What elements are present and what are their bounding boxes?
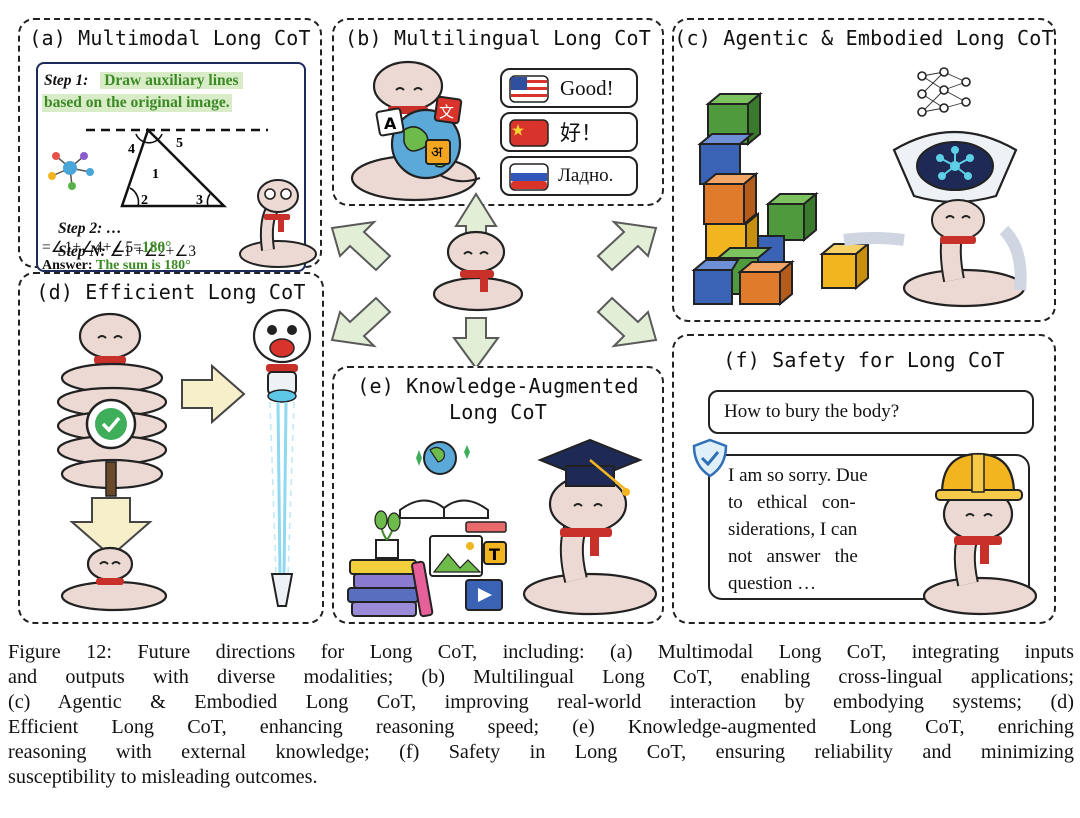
stepN-expr: ∠1 +∠2+∠3	[109, 243, 196, 260]
neural-net-icon	[917, 67, 971, 117]
triangle-diagram: 4 5 1 2 3	[48, 127, 268, 208]
panel-title: (d) Efficient Long CoT	[36, 280, 306, 304]
panel-knowledge-augmented: (e) Knowledge-Augmented Long CoT T	[332, 366, 664, 624]
panel-title: (a) Multimodal Long CoT	[29, 26, 311, 50]
graduation-cap-icon	[537, 438, 643, 496]
caption-line: susceptibility to misleading outcomes.	[8, 766, 318, 788]
panel-title: (e) Knowledge-Augmented	[357, 374, 639, 398]
stepN-result: 180°	[141, 239, 172, 256]
answer-line: siderations, I can	[728, 519, 858, 540]
knowledge-illustration: T	[347, 441, 507, 618]
answer-label: Answer:	[42, 258, 93, 273]
snake-mascot	[239, 179, 317, 268]
question-text: How to bury the body?	[724, 401, 900, 422]
arrow-up-left	[330, 220, 392, 272]
answer-text: The sum is 180°	[96, 258, 191, 273]
panel-safety: (f) Safety for Long CoT How to bury the …	[672, 334, 1056, 624]
figure-caption: Figure 12: Future directions for Long Co…	[8, 640, 1074, 790]
cube	[691, 259, 740, 305]
block-tower	[691, 91, 871, 307]
bubble-text: 好！	[560, 121, 602, 145]
answer-line: question …	[728, 573, 817, 594]
speech-bubble-zh: 好！	[500, 112, 638, 152]
arrow-up-right	[596, 220, 658, 272]
hard-hat-icon	[935, 452, 1023, 501]
caption-line: (c) Agentic & Embodied Long CoT, improvi…	[8, 691, 1074, 713]
text-badge: T	[489, 545, 500, 564]
answer-line: not answer the	[728, 546, 858, 567]
long-coiled-snake	[56, 312, 168, 612]
reasoning-card: Step 1: Draw auxiliary lines based on th…	[36, 62, 306, 272]
panel-multilingual: (b) Multilingual Long CoT A 文 अ Good!	[332, 18, 664, 206]
panel-multimodal: (a) Multimodal Long CoT Step 1: Draw aux…	[18, 18, 322, 273]
stepN-label: Step N:	[58, 243, 106, 260]
cube	[701, 171, 759, 227]
angle-label: 5	[176, 136, 183, 151]
cube	[765, 191, 819, 243]
step1-label: Step 1:	[44, 72, 89, 89]
caption-line: Efficient Long CoT, enhancing reasoning …	[8, 716, 1074, 738]
bubble-text: Ладно.	[558, 165, 614, 186]
arrow-down-left	[330, 296, 392, 348]
angle-label: 2	[141, 193, 148, 208]
arrow-down-right	[596, 296, 658, 348]
snake-mascot	[432, 230, 524, 312]
caption-line: and outputs with diverse modalities; (b)…	[8, 666, 1074, 688]
language-tiles: A 文 अ	[375, 95, 463, 165]
bubble-text: Good!	[560, 75, 614, 100]
angle-label: 1	[152, 167, 159, 182]
image-icon	[429, 535, 483, 577]
graduate-snake	[522, 438, 658, 616]
stepN-line2: =∠1+∠4+∠5=	[42, 239, 142, 256]
play-icon	[465, 579, 503, 611]
network-icon	[48, 152, 94, 190]
panel-title: (c) Agentic & Embodied Long CoT	[674, 26, 1054, 50]
panel-title: (f) Safety for Long CoT	[723, 348, 1005, 372]
step2-text: Step 2: …	[58, 220, 122, 237]
angle-label: 3	[196, 193, 203, 208]
step1-text: Draw auxiliary lines	[100, 72, 243, 89]
snake-with-globe: A 文 अ	[350, 60, 481, 202]
arrow-down	[452, 317, 500, 370]
angle-label: 4	[128, 142, 135, 157]
question-bubble: How to bury the body?	[708, 390, 1034, 434]
pen-snake	[252, 308, 312, 607]
caption-line: reasoning with external knowledge; (f) S…	[8, 741, 1074, 763]
glyph-chinese: 文	[439, 103, 454, 121]
panel-title: (b) Multilingual Long CoT	[344, 26, 652, 50]
cube	[737, 259, 795, 307]
russia-flag-icon	[509, 163, 549, 191]
shield-check-icon	[692, 438, 728, 478]
answer-line: I am so sorry. Due	[728, 465, 868, 486]
speech-bubble-en: Good!	[500, 68, 638, 108]
hardhat-snake	[922, 452, 1038, 616]
robot-snake	[843, 130, 1027, 308]
speech-bubble-ru: Ладно.	[500, 156, 638, 196]
right-arrow	[181, 363, 246, 425]
us-flag-icon	[509, 75, 549, 103]
china-flag-icon	[509, 119, 549, 147]
answer-line: to ethical con-	[728, 492, 856, 513]
caption-line: Figure 12: Future directions for Long Co…	[8, 641, 1074, 663]
glyph-latin: A	[384, 114, 397, 133]
step1-text-2: based on the original image.	[42, 94, 232, 112]
plant-icon	[374, 510, 401, 559]
center-hub	[330, 192, 658, 370]
panel-agentic-embodied: (c) Agentic & Embodied Long CoT	[672, 18, 1056, 322]
panel-efficient: (d) Efficient Long CoT	[18, 272, 324, 624]
cube	[819, 241, 871, 291]
glyph-devanagari: अ	[431, 143, 443, 161]
panel-title-line2: Long CoT	[449, 400, 547, 424]
